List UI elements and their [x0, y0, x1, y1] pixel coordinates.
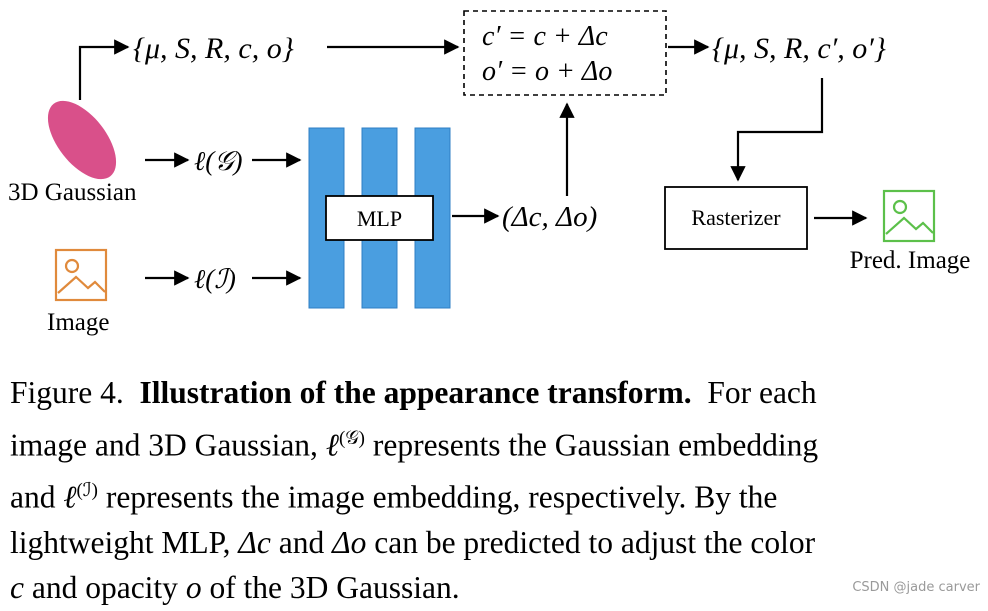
caption-text: can be predicted to adjust the color	[374, 524, 816, 560]
caption-line-3: and ℓ(ℐ) represents the image embedding,…	[10, 468, 982, 520]
pred-image-label: Pred. Image	[850, 247, 971, 274]
gaussian-label: 3D Gaussian	[8, 179, 137, 206]
gaussian-to-params-arrow	[78, 39, 130, 100]
update-box	[463, 10, 667, 96]
gaussian-ellipse	[47, 100, 117, 180]
caption-math: Δc	[238, 524, 271, 560]
caption-text: of the 3D Gaussian.	[209, 570, 460, 605]
rasterizer-box	[664, 186, 808, 250]
caption-title: Illustration of the appearance transform…	[139, 375, 692, 410]
caption-text: and opacity	[31, 570, 178, 605]
gaussian-params-updated: {μ, S, R, c′, o′}	[712, 32, 886, 65]
caption-figure-number: Figure 4.	[10, 375, 124, 410]
caption-line-2: image and 3D Gaussian, ℓ(𝒢) represents t…	[10, 416, 982, 468]
mlp-box	[325, 195, 434, 241]
params-to-rasterizer-arrow	[730, 78, 824, 182]
color-update-eq: c′ = c + Δc	[482, 21, 608, 52]
opacity-update-eq: o′ = o + Δo	[482, 56, 612, 87]
figure-caption: Figure 4. Illustration of the appearance…	[10, 370, 982, 611]
pred-image-icon	[882, 189, 936, 243]
caption-math-sup: (𝒢)	[338, 427, 365, 449]
gaussian-params-original: {μ, S, R, c, o}	[133, 32, 294, 65]
caption-math: c	[10, 570, 24, 605]
rasterizer-label: Rasterizer	[691, 205, 781, 230]
watermark: CSDN @jade carver	[852, 580, 980, 595]
caption-math: ℓ	[325, 427, 339, 462]
image-icon	[54, 248, 108, 302]
diagram-canvas: 3D Gaussian {μ, S, R, c, o} c′ = c + Δc …	[8, 10, 971, 336]
mlp-output-delta: (Δc, Δo)	[502, 201, 597, 233]
caption-line-1: Figure 4. Illustration of the appearance…	[10, 370, 982, 416]
gaussian-embedding: ℓ(𝒢)	[194, 146, 242, 176]
caption-text: For each	[707, 375, 817, 410]
image-embedding: ℓ(ℐ)	[194, 264, 236, 294]
caption-text: image and 3D Gaussian,	[10, 427, 318, 462]
mlp-label: MLP	[357, 206, 402, 231]
caption-text: represents the image embedding, respecti…	[105, 479, 778, 514]
caption-math: o	[185, 570, 202, 605]
caption-text: represents the Gaussian embedding	[372, 427, 819, 462]
caption-math: ℓ	[63, 479, 77, 514]
caption-math: Δo	[332, 524, 367, 560]
caption-text: lightweight MLP,	[10, 524, 231, 560]
caption-line-5: c and opacity o of the 3D Gaussian.	[10, 565, 982, 611]
caption-text: and	[278, 524, 325, 560]
caption-line-4: lightweight MLP, Δc and Δo can be predic…	[10, 520, 982, 566]
caption-math-sup: (ℐ)	[76, 479, 98, 501]
image-label: Image	[47, 309, 109, 336]
caption-text: and	[10, 479, 56, 514]
